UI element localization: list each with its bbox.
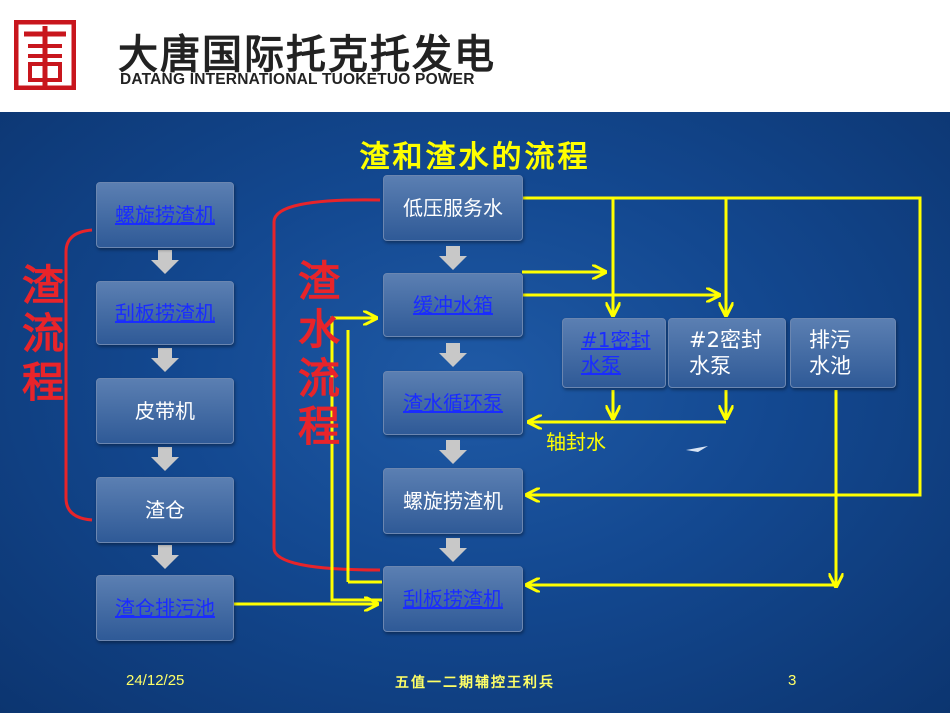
header-bar: 大唐国际托克托发电 DATANG INTERNATIONAL TUOKETUO … — [0, 0, 950, 112]
slag-water-flow-label-char: 程 — [297, 401, 340, 451]
company-name-chinese: 大唐国际托克托发电 — [118, 32, 496, 78]
link-label[interactable]: 刮板捞渣机 — [403, 586, 503, 611]
link-label[interactable]: 刮板捞渣机 — [115, 300, 215, 325]
slag-flow-label-char: 渣 — [21, 261, 64, 310]
mid-box-circulation-pump[interactable]: 渣水循环泵 — [383, 371, 523, 435]
slag-flow-label-char: 流 — [21, 309, 64, 359]
box-label: 低压服务水 — [403, 195, 503, 220]
mid-box-scraper-slag-remover[interactable]: 刮板捞渣机 — [383, 566, 523, 632]
link-label-line1[interactable]: #1密封 — [581, 328, 651, 352]
box-label-line2: 水泵 — [689, 354, 731, 378]
box-label: 皮带机 — [135, 398, 195, 423]
slag-water-flow-label-char: 水 — [297, 305, 340, 355]
link-label[interactable]: 螺旋捞渣机 — [115, 202, 215, 227]
company-name-english: DATANG INTERNATIONAL TUOKETUO POWER — [120, 71, 475, 88]
left-box-spiral-slag-remover[interactable]: 螺旋捞渣机 — [96, 182, 234, 248]
datang-logo-icon — [14, 20, 76, 90]
box-label: 渣仓 — [145, 497, 185, 522]
right-box-drain-pit: 排污 水池 — [790, 318, 896, 388]
footer-date: 24/12/25 — [126, 672, 185, 689]
box-label: 螺旋捞渣机 — [403, 488, 503, 513]
page-number: 3 — [788, 672, 797, 689]
right-box-seal-pump-1[interactable]: #1密封 水泵 — [562, 318, 666, 388]
left-box-silo-drain-pit[interactable]: 渣仓排污池 — [96, 575, 234, 641]
left-box-scraper-slag-remover[interactable]: 刮板捞渣机 — [96, 281, 234, 345]
box-label-line2: 水池 — [809, 354, 851, 378]
slag-water-flow-label-char: 渣 — [297, 257, 340, 306]
box-label-line1: #2密封 — [689, 327, 762, 352]
slag-water-flow-label-char: 流 — [297, 353, 340, 403]
left-box-slag-silo: 渣仓 — [96, 477, 234, 543]
slag-flow-label-char: 程 — [21, 357, 64, 407]
slag-flow-label: 渣流程 — [18, 261, 68, 407]
mid-box-spiral-slag-remover: 螺旋捞渣机 — [383, 468, 523, 534]
footer-author: 五值一二期辅控王利兵 — [395, 675, 555, 691]
slag-water-flow-label: 渣水流程 — [294, 257, 344, 451]
left-box-belt-conveyor: 皮带机 — [96, 378, 234, 444]
box-label-line1: 排污 — [809, 327, 851, 352]
mid-box-buffer-tank[interactable]: 缓冲水箱 — [383, 273, 523, 337]
right-box-seal-pump-2: #2密封 水泵 — [668, 318, 786, 388]
mid-box-low-pressure-water: 低压服务水 — [383, 175, 523, 241]
slide-title: 渣和渣水的流程 — [359, 140, 591, 175]
link-label[interactable]: 缓冲水箱 — [413, 292, 493, 317]
link-label-line2[interactable]: 水泵 — [581, 353, 621, 377]
link-label[interactable]: 渣水循环泵 — [403, 390, 503, 415]
link-label[interactable]: 渣仓排污池 — [115, 595, 215, 620]
shaft-seal-water-label: 轴封水 — [546, 430, 606, 454]
